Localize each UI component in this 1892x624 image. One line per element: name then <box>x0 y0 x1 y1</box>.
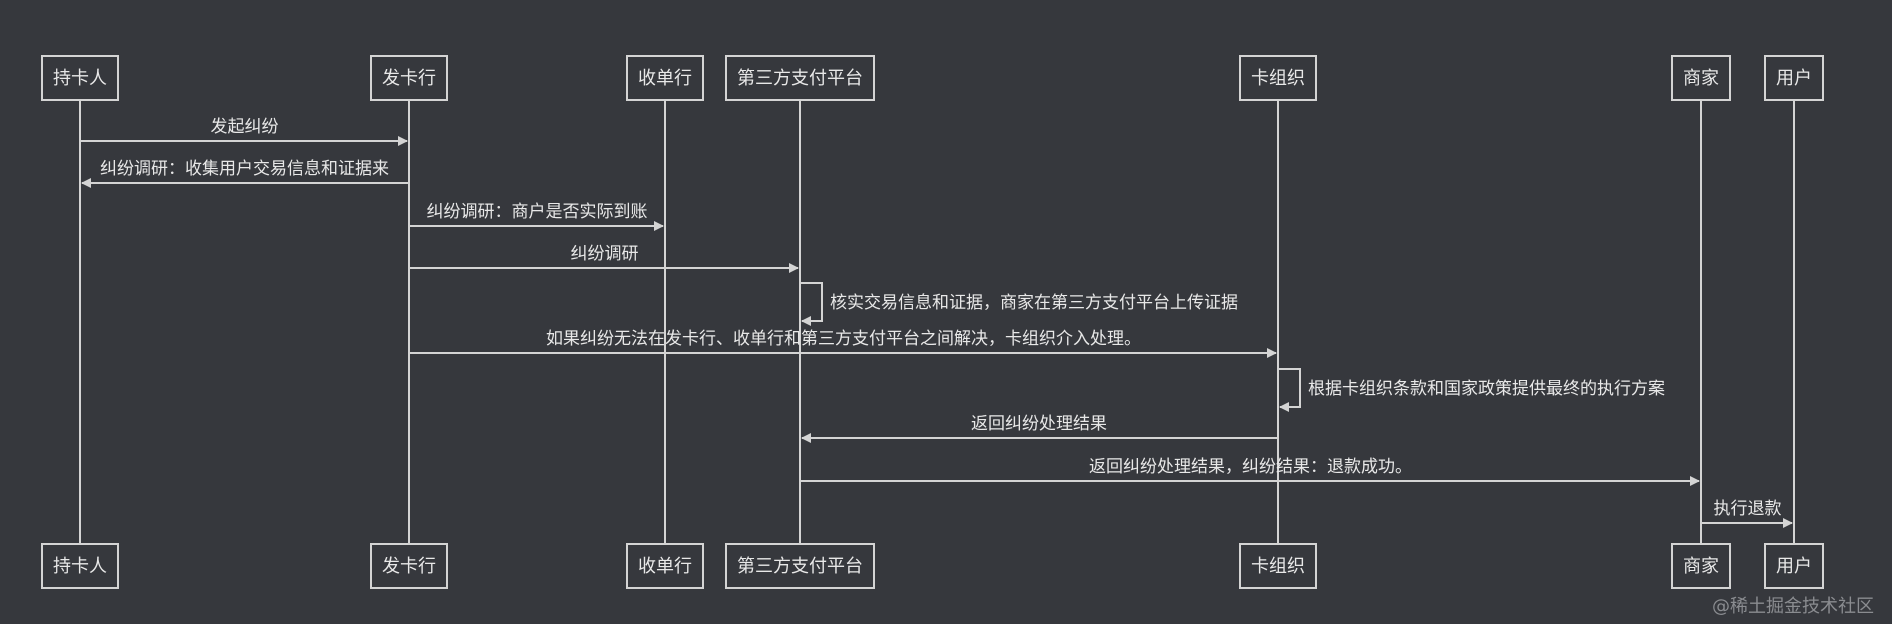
actor-issuer-top: 发卡行 <box>370 55 448 101</box>
actor-user-bottom: 用户 <box>1764 543 1824 589</box>
actor-user-top: 用户 <box>1764 55 1824 101</box>
actor-label: 持卡人 <box>53 68 107 89</box>
message-label: 发起纠纷 <box>211 117 279 137</box>
actor-thirdparty-top: 第三方支付平台 <box>725 55 875 101</box>
actor-box <box>1764 543 1824 589</box>
actor-box <box>1671 543 1731 589</box>
message-10: 执行退款 <box>1701 499 1793 528</box>
message-label: 核实交易信息和证据，商家在第三方支付平台上传证据 <box>830 293 1238 313</box>
message-label: 执行退款 <box>1714 499 1782 519</box>
actor-label: 用户 <box>1776 556 1812 577</box>
actor-box <box>1239 543 1317 589</box>
actor-label: 发卡行 <box>382 68 436 89</box>
actor-label: 收单行 <box>638 556 692 577</box>
message-label: 返回纠纷处理结果，纠纷结果：退款成功。 <box>1089 457 1412 477</box>
actor-cardorg-top: 卡组织 <box>1239 55 1317 101</box>
message-label: 纠纷调研 <box>571 244 639 264</box>
message-5: 核实交易信息和证据，商家在第三方支付平台上传证据 <box>800 282 1238 326</box>
message-label: 根据卡组织条款和国家政策提供最终的执行方案 <box>1308 379 1665 399</box>
message-label: 纠纷调研：收集用户交易信息和证据来 <box>100 159 389 179</box>
message-9: 返回纠纷处理结果，纠纷结果：退款成功。 <box>800 457 1700 486</box>
message-1: 发起纠纷 <box>80 117 408 146</box>
actor-label: 用户 <box>1776 68 1812 89</box>
actor-label: 发卡行 <box>382 556 436 577</box>
actor-label: 卡组织 <box>1251 556 1305 577</box>
message-label: 纠纷调研：商户是否实际到账 <box>427 202 648 222</box>
actor-label: 商家 <box>1683 556 1719 577</box>
actor-box <box>41 543 119 589</box>
message-6: 如果纠纷无法在发卡行、收单行和第三方支付平台之间解决，卡组织介入处理。 <box>409 329 1277 358</box>
actor-label: 第三方支付平台 <box>737 556 863 577</box>
actor-cardholder-top: 持卡人 <box>41 55 119 101</box>
message-label: 如果纠纷无法在发卡行、收单行和第三方支付平台之间解决，卡组织介入处理。 <box>546 329 1141 349</box>
self-message-arrow <box>800 282 823 326</box>
actor-issuer-bottom: 发卡行 <box>370 543 448 589</box>
message-7: 根据卡组织条款和国家政策提供最终的执行方案 <box>1278 368 1665 412</box>
actor-acquirer-top: 收单行 <box>626 55 704 101</box>
actor-box <box>725 55 875 101</box>
message-8: 返回纠纷处理结果 <box>801 414 1278 443</box>
actor-label: 商家 <box>1683 68 1719 89</box>
actor-thirdparty-bottom: 第三方支付平台 <box>725 543 875 589</box>
actor-box <box>1239 55 1317 101</box>
actor-merchant-bottom: 商家 <box>1671 543 1731 589</box>
actor-box <box>370 543 448 589</box>
actor-cardorg-bottom: 卡组织 <box>1239 543 1317 589</box>
actor-cardholder-bottom: 持卡人 <box>41 543 119 589</box>
self-message-arrow <box>1278 368 1301 412</box>
actor-box <box>626 55 704 101</box>
actor-merchant-top: 商家 <box>1671 55 1731 101</box>
message-4: 纠纷调研 <box>409 244 799 273</box>
message-2: 纠纷调研：收集用户交易信息和证据来 <box>81 159 409 188</box>
actor-acquirer-bottom: 收单行 <box>626 543 704 589</box>
actor-label: 收单行 <box>638 68 692 89</box>
actor-label: 持卡人 <box>53 556 107 577</box>
message-3: 纠纷调研：商户是否实际到账 <box>409 202 664 231</box>
actor-box <box>1764 55 1824 101</box>
actor-label: 第三方支付平台 <box>737 68 863 89</box>
actor-box <box>1671 55 1731 101</box>
actor-box <box>626 543 704 589</box>
message-label: 返回纠纷处理结果 <box>971 414 1107 434</box>
actor-box <box>370 55 448 101</box>
actor-label: 卡组织 <box>1251 68 1305 89</box>
actor-box <box>41 55 119 101</box>
actor-box <box>725 543 875 589</box>
watermark: @稀土掘金技术社区 <box>1712 596 1874 617</box>
